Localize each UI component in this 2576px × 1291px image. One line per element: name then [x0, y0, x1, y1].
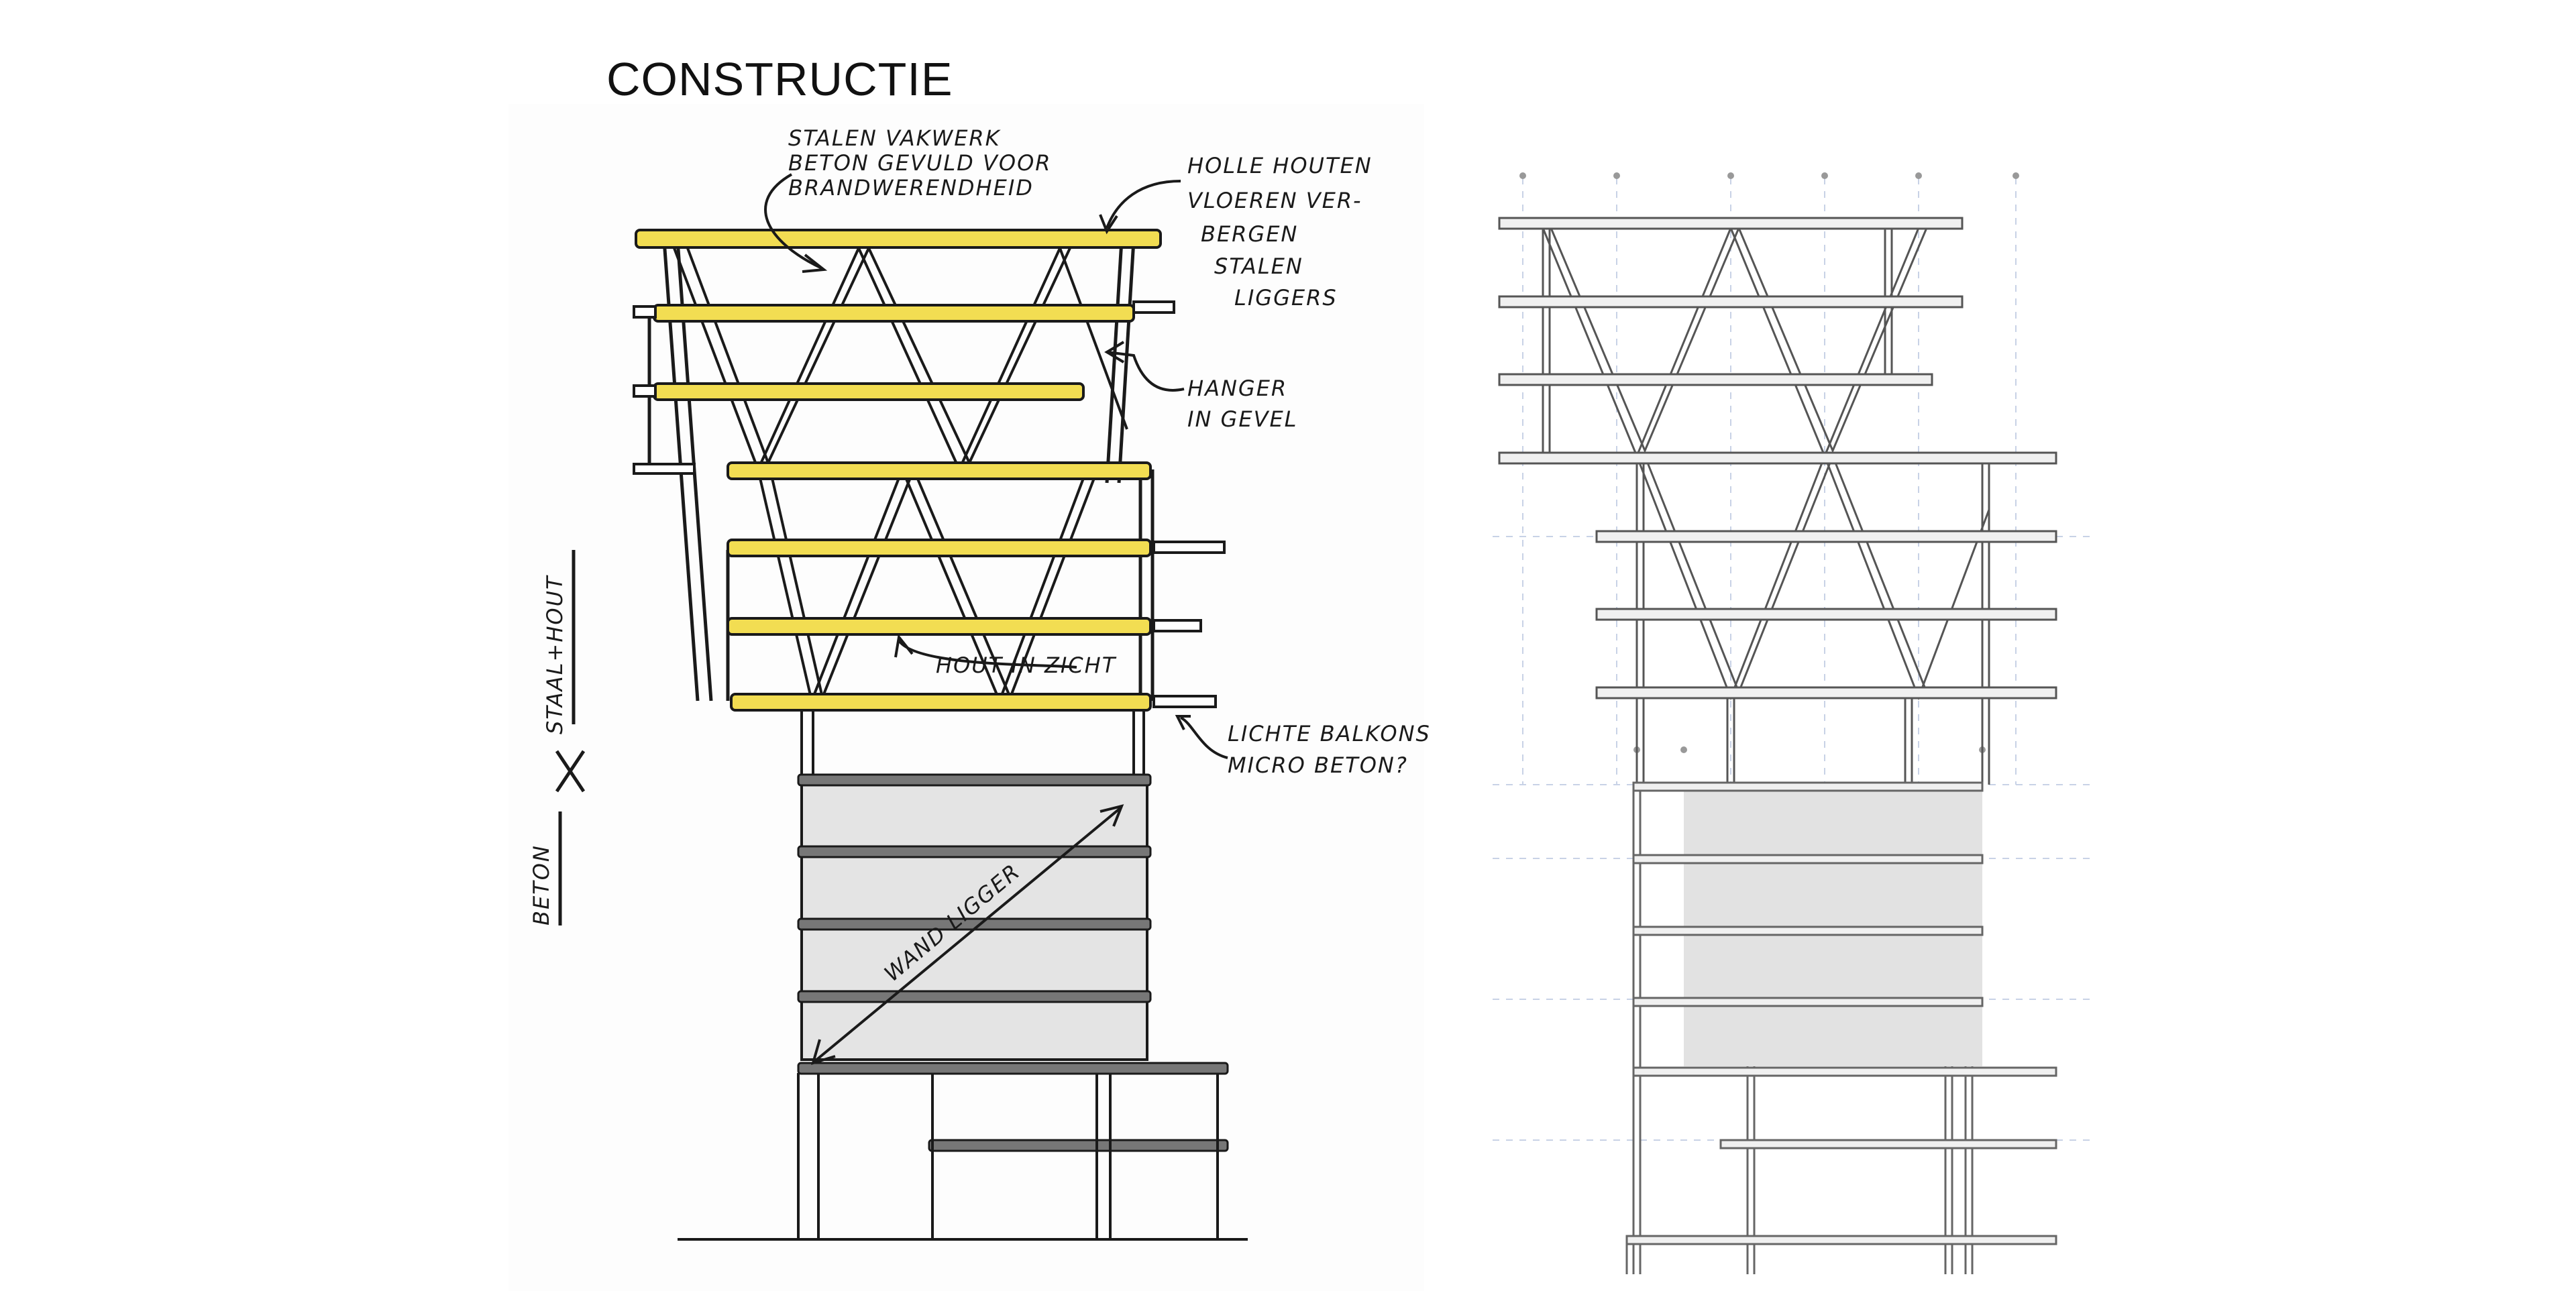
- cad-elevation-panel: [1493, 172, 2090, 1274]
- note-balcony-line1: LICHTE BALKONS: [1228, 721, 1431, 746]
- cad-wall-beam: [1684, 785, 1982, 1066]
- note-wood-visible: HOUT IN ZICHT: [936, 653, 1117, 678]
- sketch-axis-mark: [555, 550, 586, 925]
- sketch-panel: STALEN VAKWERK BETON GEVULD VOOR BRANDWE…: [508, 104, 1431, 1291]
- sketch-ground-columns: [678, 1073, 1248, 1241]
- timber-floor: [653, 304, 1135, 323]
- cad-axis-markers: [1519, 172, 2019, 753]
- timber-floor: [653, 382, 1085, 401]
- page-title: CONSTRUCTIE: [606, 53, 953, 105]
- note-floors-line5: LIGGERS: [1234, 285, 1338, 311]
- sketch-leader-arrows: [764, 173, 1228, 759]
- note-truss-line2: BETON GEVULD VOOR: [788, 150, 1051, 176]
- note-balcony-line2: MICRO BETON?: [1228, 752, 1408, 778]
- note-axis-top: STAAL+HOUT: [542, 575, 568, 734]
- timber-floor: [730, 693, 1152, 712]
- note-floors-line2: VLOEREN VER-: [1187, 188, 1362, 213]
- note-floors-line4: STALEN: [1214, 254, 1303, 279]
- wall-beam-diagonal: [814, 807, 1122, 1062]
- sketch-concrete-floors: [797, 773, 1229, 1152]
- note-hanger-line1: HANGER: [1187, 376, 1287, 401]
- cad-lower-floors: [1625, 781, 2057, 1245]
- note-truss-line3: BRANDWERENDHEID: [788, 175, 1034, 201]
- cad-upper-floors: [1498, 217, 2057, 699]
- timber-floor: [635, 229, 1162, 249]
- timber-floor: [727, 461, 1152, 480]
- note-floors-line1: HOLLE HOUTEN: [1187, 153, 1373, 178]
- timber-floor: [727, 617, 1152, 636]
- timber-floor: [727, 539, 1152, 557]
- sketch-transfer-columns: [800, 711, 1145, 775]
- note-hanger-line2: IN GEVEL: [1187, 406, 1298, 432]
- note-floors-line3: BERGEN: [1201, 221, 1298, 247]
- sketch-balconies: [633, 300, 1226, 708]
- note-axis-bottom: BETON: [529, 844, 554, 925]
- note-truss-line1: STALEN VAKWERK: [788, 125, 1002, 151]
